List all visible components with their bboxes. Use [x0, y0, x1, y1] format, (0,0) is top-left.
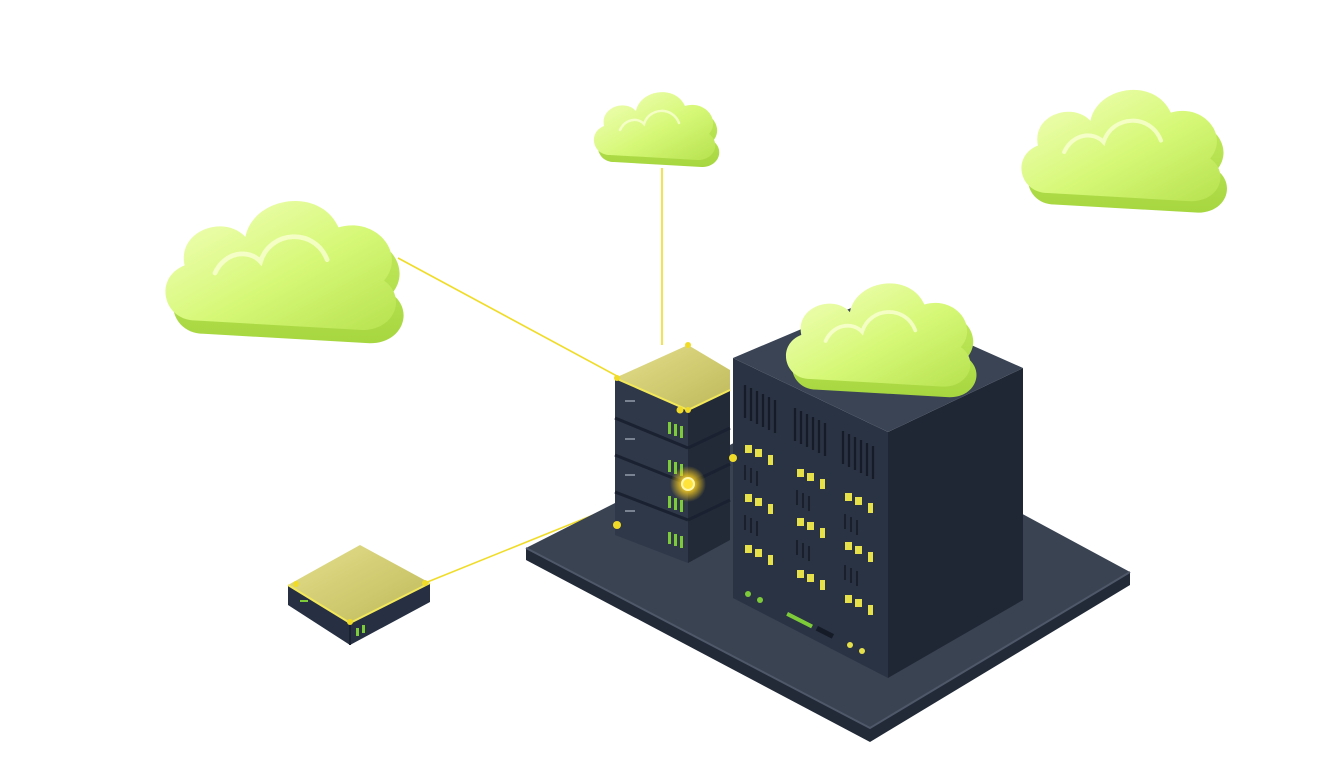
connection-node-icon: [681, 477, 695, 491]
network-switch-icon: [287, 545, 431, 645]
connection-node-icon: [676, 406, 684, 414]
cloud-icon: [784, 281, 979, 400]
connection-nodes: [613, 406, 737, 529]
server-stack-icon: [614, 342, 731, 563]
cloud-icon: [1021, 90, 1227, 213]
cloud-icon: [592, 90, 721, 169]
connection-node-icon: [613, 521, 621, 529]
connection-node-icon: [729, 454, 737, 462]
cloud-icon: [165, 201, 403, 343]
